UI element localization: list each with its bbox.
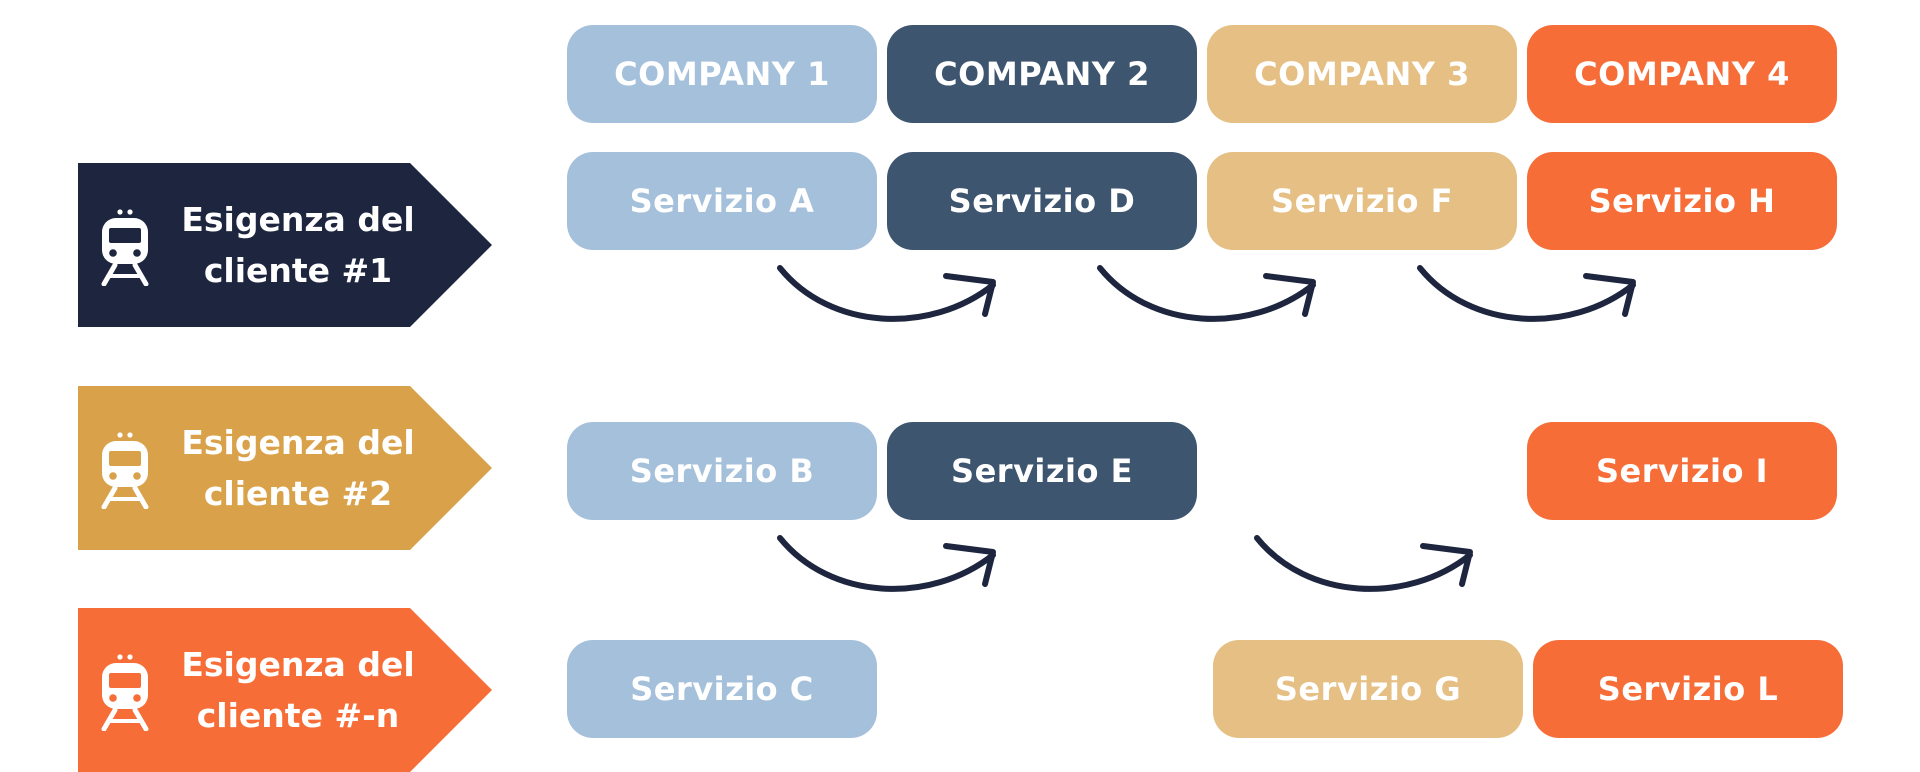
service-l: Servizio L [1533,640,1843,738]
need-tag-2: Esigenza del cliente #2 [78,386,492,550]
service-a: Servizio A [567,152,877,250]
flow-arrows [777,265,1636,592]
need-label-1: Esigenza del cliente #1 [181,199,415,290]
need-tag-2-shape [78,386,492,550]
need-label-2: Esigenza del cliente #2 [181,422,415,513]
need-tag-1: Esigenza del cliente #1 [78,163,492,327]
service-c: Servizio C [567,640,877,738]
company-1-header: COMPANY 1 [567,25,877,123]
company-2-header: COMPANY 2 [887,25,1197,123]
service-i: Servizio I [1527,422,1837,520]
service-h: Servizio H [1527,152,1837,250]
arrow-a-to-d [777,265,996,322]
company-4-header: COMPANY 4 [1527,25,1837,123]
arrow-b-to-e [777,535,996,592]
service-g: Servizio G [1213,640,1523,738]
arrow-e-to-i [1254,535,1473,592]
train-icon [101,654,149,731]
arrow-d-to-f [1097,265,1316,322]
need-tag-1-shape [78,163,492,327]
arrow-f-to-h [1417,265,1636,322]
service-f: Servizio F [1207,152,1517,250]
train-icon [101,209,149,286]
need-tag-3: Esigenza del cliente #-n [78,608,492,772]
company-3-header: COMPANY 3 [1207,25,1517,123]
service-b: Servizio B [567,422,877,520]
train-icon [101,432,149,509]
service-d: Servizio D [887,152,1197,250]
need-tag-3-shape [78,608,492,772]
need-label-3: Esigenza del cliente #-n [181,644,415,735]
service-e: Servizio E [887,422,1197,520]
